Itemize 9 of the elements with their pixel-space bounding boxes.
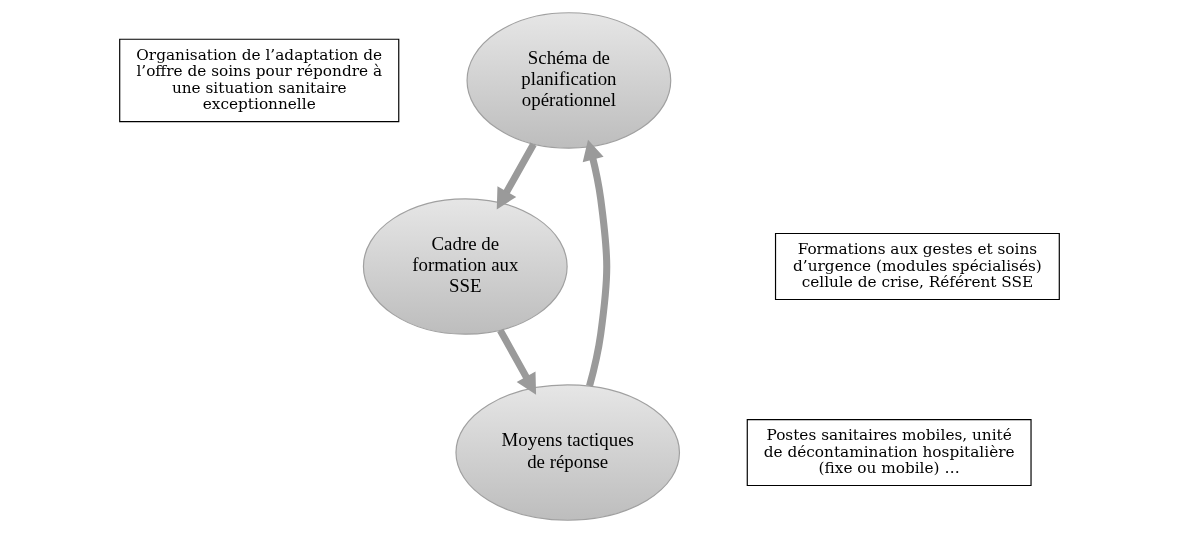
node-box: Organisation de l’adaptation de l’offre de soins pour répondre à une situation sanitaire exceptionnelle [119, 38, 400, 123]
node-ellipse: Moyens tactiques de réponse [455, 384, 681, 521]
node-box: Formations aux gestes et soins d’urgence (modules spécialisés) cellule de crise, Référent SSE [774, 232, 1060, 301]
node-ellipse: Schéma de planification opérationnel [466, 12, 672, 149]
arrow [582, 139, 611, 387]
node-box: Postes sanitaires mobiles, unité de décontamination hospitalière (fixe ou mobile) … [746, 418, 1032, 487]
node-ellipse: Cadre de formation aux SSE [362, 198, 568, 335]
arrow [496, 142, 537, 210]
arrow [497, 328, 537, 395]
